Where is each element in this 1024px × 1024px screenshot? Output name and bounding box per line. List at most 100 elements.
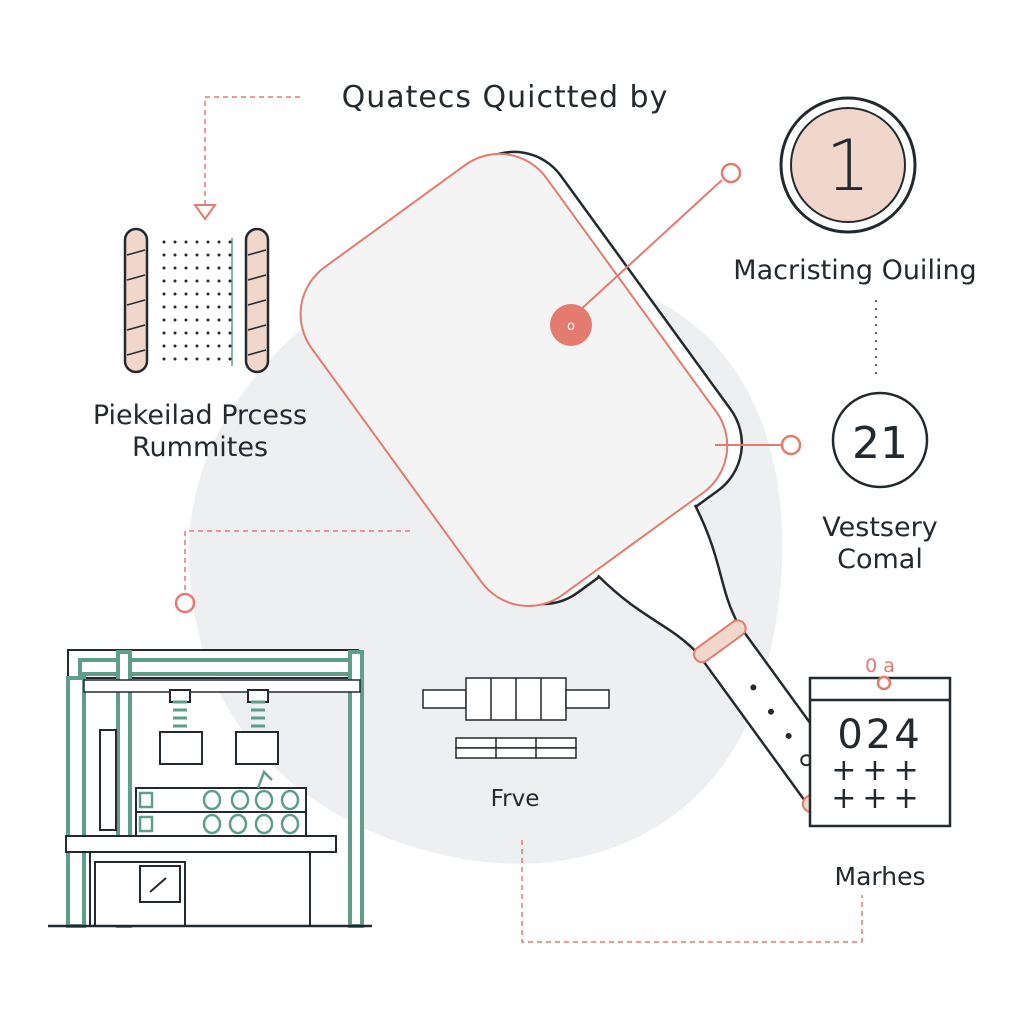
perforation-dot [228,279,232,283]
perforation-dot [162,305,166,309]
perforation-dot [162,318,166,322]
calendar-icon: 0 a 024 +++ +++ [808,655,952,828]
connector-node-mid [780,434,802,456]
perforation-dot [228,318,232,322]
perforation-dot [206,253,210,257]
badge-top-number: 1 [826,125,871,207]
arrow-down-icon [193,204,217,221]
perforation-dot [184,344,188,348]
perforation-dot [195,331,199,335]
perforation-dot [206,344,210,348]
perforation-dot [206,292,210,296]
connector-left-press [184,530,410,590]
label-left-line-2: Rummites [131,432,269,464]
perforation-dot [206,266,210,270]
paddle-center-dot [550,304,592,346]
number-badge-mid: 21 [831,391,929,489]
perforation-dot [184,318,188,322]
perforation-dot [184,305,188,309]
perforation-dot [206,279,210,283]
connector-node-top [720,162,742,184]
perforation-dot [228,266,232,270]
label-left-line-1: Piekeilad Prcess [92,400,308,431]
perforation-dot [162,292,166,296]
connector-center-calendar [521,840,863,943]
perforation-dot [184,279,188,283]
label-right-top: Macristing Ouiling [733,255,977,286]
perforation-dot [206,240,210,244]
perforation-dot [206,331,210,335]
perforation-dot [173,318,177,322]
perforation-dot [228,292,232,296]
perforation-dot [173,305,177,309]
perforation-dot [228,331,232,335]
perforated-core-icon [123,227,270,374]
perforation-dot [184,331,188,335]
perforation-dot [195,344,199,348]
perforation-dot [195,292,199,296]
number-badge-top: 1 [779,96,917,234]
connector-node-left [174,592,196,614]
calendar-top-label: 0 a [865,655,895,677]
perforation-dot [173,279,177,283]
label-center: Frve [490,786,540,812]
perforation-dot [184,240,188,244]
perforation-dot [228,357,232,361]
perforation-dot [162,279,166,283]
label-calendar: Marhes [834,862,926,891]
perforation-dot [217,292,221,296]
perforation-dot [195,240,199,244]
perforation-dot [228,253,232,257]
calendar-number: 024 [837,712,922,758]
perforation-dot [162,344,166,348]
perforation-dot [228,240,232,244]
roller-icon [422,677,610,759]
perforation-dot [206,305,210,309]
perforation-dot [206,357,210,361]
perforation-dot [162,253,166,257]
label-right-mid: Vestsery Comal [770,512,990,577]
perforation-dot [184,357,188,361]
press-machine-icon [48,649,372,928]
perforation-dot [162,357,166,361]
perforation-dot [217,279,221,283]
connector-title-left [204,96,300,205]
perforation-dot [195,279,199,283]
calendar-marks-row-2: +++ [831,781,924,816]
perforation-dot [173,292,177,296]
perforation-dot [195,266,199,270]
perforation-dot [217,266,221,270]
perforation-dot [217,240,221,244]
perforation-dot [162,266,166,270]
perforation-dot [173,240,177,244]
diagram-title: Quatecs Quictted by [341,80,669,115]
perforation-dot [162,240,166,244]
label-right-mid-line-1: Vestsery [822,512,938,543]
paddle-dot-label: o [567,319,575,334]
perforation-dot [217,357,221,361]
perforation-dot [195,305,199,309]
connector-paddle-top [577,179,723,313]
perforation-dot [217,318,221,322]
perforation-dot [173,253,177,257]
calendar-marks-row-1: +++ [831,753,924,788]
perforation-dot [195,253,199,257]
perforation-dot [195,357,199,361]
perforation-dot [228,344,232,348]
perforation-dot [162,331,166,335]
perforation-dot [184,253,188,257]
perforation-dot [217,331,221,335]
perforation-dot [217,253,221,257]
label-left: Piekeilad Prcess Rummites [60,400,340,465]
perforation-dot [173,266,177,270]
perforation-dot [217,305,221,309]
badge-mid-number: 21 [852,418,908,469]
perforation-dot [173,344,177,348]
label-right-mid-line-2: Comal [837,544,923,576]
perforation-dot [173,331,177,335]
perforation-dot [184,292,188,296]
perforation-dot [173,357,177,361]
perforation-dot [184,266,188,270]
perforation-dot [206,318,210,322]
